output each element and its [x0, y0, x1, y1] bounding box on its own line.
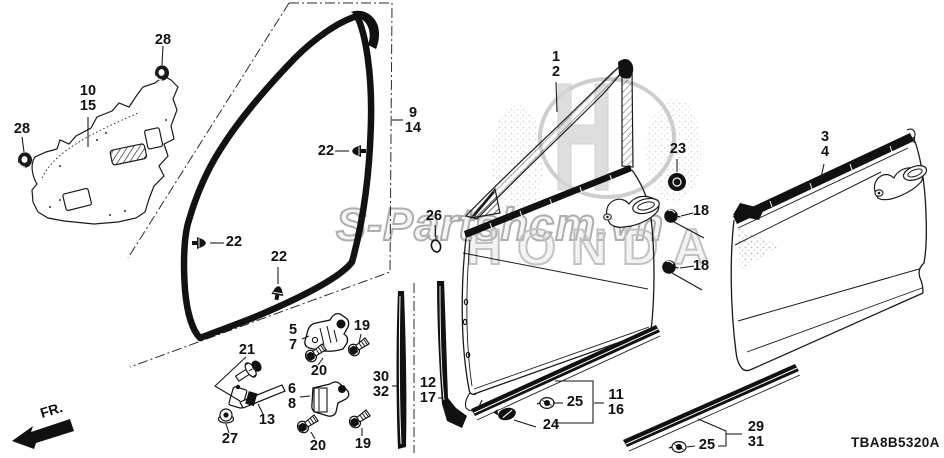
- clip-22-lower-icon: [270, 284, 286, 302]
- bolt-19-upper-icon: [345, 335, 372, 359]
- side-protector-moldings: [471, 325, 801, 452]
- callout-25-right: 25: [698, 437, 716, 453]
- skin-corner-bracket: [733, 203, 764, 220]
- plug-23-icon: [668, 173, 686, 191]
- lower-hinge-icon: [311, 381, 350, 417]
- callout-25-mid: 25: [566, 394, 584, 410]
- bolt-19-lower-icon: [346, 407, 373, 431]
- bolt-21-icon: [234, 360, 262, 382]
- grommet-26-icon: [430, 239, 442, 253]
- clip-25-right-icon: [668, 441, 687, 453]
- clip-24-icon: [493, 407, 516, 421]
- clip-25-mid-icon: [536, 397, 555, 409]
- callout-18-lower: 18: [692, 258, 710, 274]
- door-hole-seal-panel: [31, 75, 179, 225]
- grommet-28-top-icon: [154, 64, 170, 82]
- callout-20-lower: 20: [309, 438, 327, 454]
- callout-13: 13: [258, 412, 276, 428]
- front-door-panel: [461, 59, 660, 412]
- grommet-28-left-icon: [17, 151, 33, 169]
- upper-hinge-icon: [304, 312, 350, 352]
- callout-26: 26: [425, 208, 443, 224]
- callout-27: 27: [221, 431, 239, 447]
- diagram-code: TBA8B5320A: [851, 435, 940, 450]
- molding-29-31: [623, 364, 799, 447]
- clip-22-left-icon: [191, 236, 207, 250]
- frame-corner-cap: [618, 59, 634, 79]
- callout-19-lower: 19: [354, 436, 372, 452]
- seal-corner-cap: [351, 10, 380, 49]
- callout-28-top: 28: [154, 32, 172, 48]
- assembly-boundary-lines: [127, 2, 415, 453]
- front-direction-arrow-icon: [12, 419, 74, 449]
- sash-strip-12-17: [437, 281, 467, 428]
- callout-20-upper: 20: [310, 363, 328, 379]
- callout-18-upper: 18: [692, 203, 710, 219]
- callout-19-upper: 19: [353, 318, 371, 334]
- callout-22-lower: 22: [270, 249, 288, 265]
- grommet-18-lower-icon: [661, 259, 680, 275]
- skin-top-hem: [733, 133, 914, 224]
- sash-strips: [396, 281, 467, 449]
- outer-door-skin-panel: [730, 128, 928, 372]
- callout-22-left: 22: [225, 234, 243, 250]
- door-checker-icon: [228, 384, 286, 409]
- callout-28-left: 28: [13, 121, 31, 137]
- clip-22-upper-icon: [351, 144, 367, 158]
- grommet-18-upper-icon: [663, 208, 682, 224]
- callout-24: 24: [542, 417, 560, 433]
- leader-lines: [21, 45, 825, 448]
- belt-molding: [464, 165, 632, 238]
- callout-21: 21: [238, 342, 256, 358]
- sash-strip-30-32: [396, 291, 407, 449]
- molding-11-16: [471, 325, 660, 416]
- door-weatherstrip-seal: [180, 10, 380, 342]
- nut-27-icon: [217, 408, 235, 424]
- callout-23: 23: [669, 141, 687, 157]
- callout-22-upper: 22: [317, 143, 335, 159]
- bolt-20-lower-icon: [294, 412, 321, 436]
